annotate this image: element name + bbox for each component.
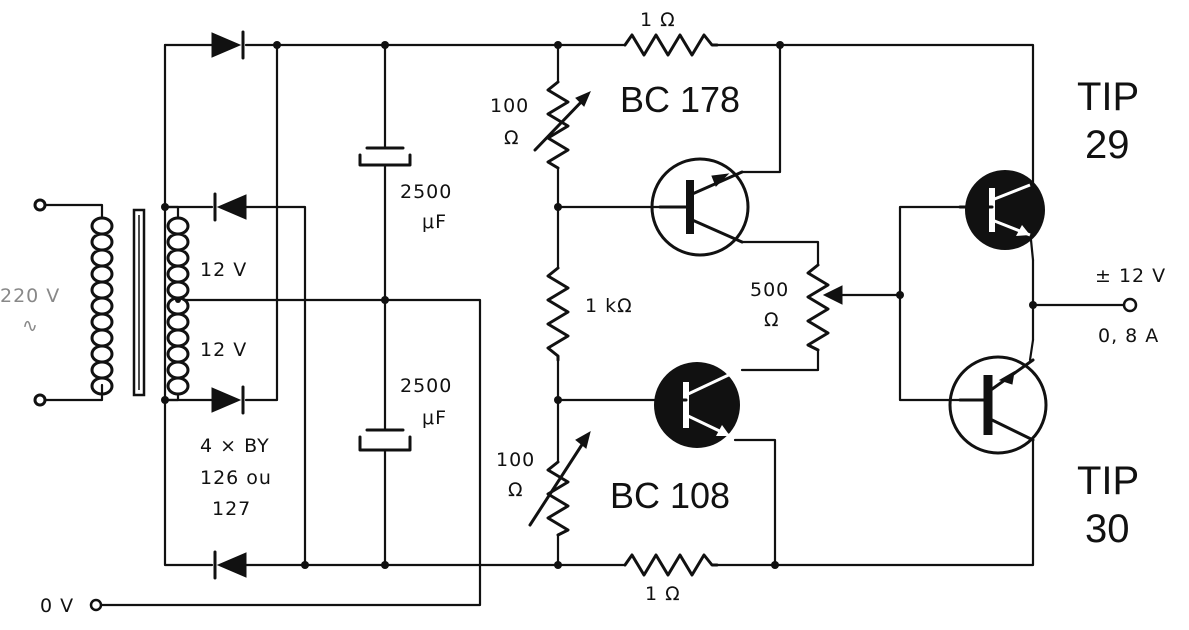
resistor-top-1ohm xyxy=(623,33,719,57)
cap-top-unit: μF xyxy=(422,211,447,233)
pot-bias-value: 500 xyxy=(750,279,789,301)
output-current-label: 0, 8 A xyxy=(1098,325,1159,347)
capacitor-bottom xyxy=(358,428,412,452)
mains-symbol: ∿ xyxy=(22,315,39,337)
pot-top-unit: Ω xyxy=(504,127,520,149)
mains-voltage-label: 220 V xyxy=(0,285,60,307)
cap-bottom-unit: μF xyxy=(422,407,447,429)
output-voltage-label: ± 12 V xyxy=(1095,265,1166,287)
junctions xyxy=(161,41,1037,569)
pot-bias-unit: Ω xyxy=(764,309,780,331)
pot-bottom-100ohm xyxy=(528,430,591,537)
pot-bias-500ohm xyxy=(806,263,843,352)
res-mid-label: 1 kΩ xyxy=(585,295,633,317)
res-bottom-label: 1 Ω xyxy=(645,583,681,605)
res-top-label: 1 Ω xyxy=(640,9,676,31)
secondary-bottom-label: 12 V xyxy=(200,339,247,361)
secondary-top-label: 12 V xyxy=(200,259,247,281)
diode-2 xyxy=(213,192,247,222)
resistor-1kohm xyxy=(546,266,570,362)
tip29-label-line2: 29 xyxy=(1085,123,1130,167)
diodes-label-line2: 126 ou xyxy=(200,467,272,489)
capacitor-top xyxy=(358,146,412,167)
ground-label: 0 V xyxy=(40,595,74,617)
transistor-bc178 xyxy=(650,157,750,257)
ground-terminal xyxy=(89,598,103,612)
wires xyxy=(98,43,1127,607)
pot-bottom-unit: Ω xyxy=(508,479,524,501)
pot-top-100ohm xyxy=(533,80,591,170)
resistor-bottom-1ohm xyxy=(623,553,719,577)
bc178-label: BC 178 xyxy=(620,79,740,120)
cap-bottom-value: 2500 xyxy=(400,375,452,397)
output-terminal xyxy=(1122,297,1138,313)
tip29-label-line1: TIP xyxy=(1077,75,1139,119)
diodes-label-line1: 4 × BY xyxy=(200,435,270,457)
diode-4 xyxy=(213,550,247,580)
transistor-tip30 xyxy=(948,355,1048,455)
bc108-label: BC 108 xyxy=(610,475,730,516)
tip30-label-line1: TIP xyxy=(1077,459,1139,503)
transistor-tip29 xyxy=(958,170,1045,250)
pot-bottom-value: 100 xyxy=(496,449,535,471)
transformer xyxy=(33,198,190,407)
diode-3 xyxy=(211,385,245,415)
pot-top-value: 100 xyxy=(490,95,529,117)
diodes-label-line3: 127 xyxy=(212,498,251,520)
cap-top-value: 2500 xyxy=(400,181,452,203)
diode-1 xyxy=(211,30,245,60)
transistor-bc108 xyxy=(654,362,740,448)
tip30-label-line2: 30 xyxy=(1085,507,1130,551)
